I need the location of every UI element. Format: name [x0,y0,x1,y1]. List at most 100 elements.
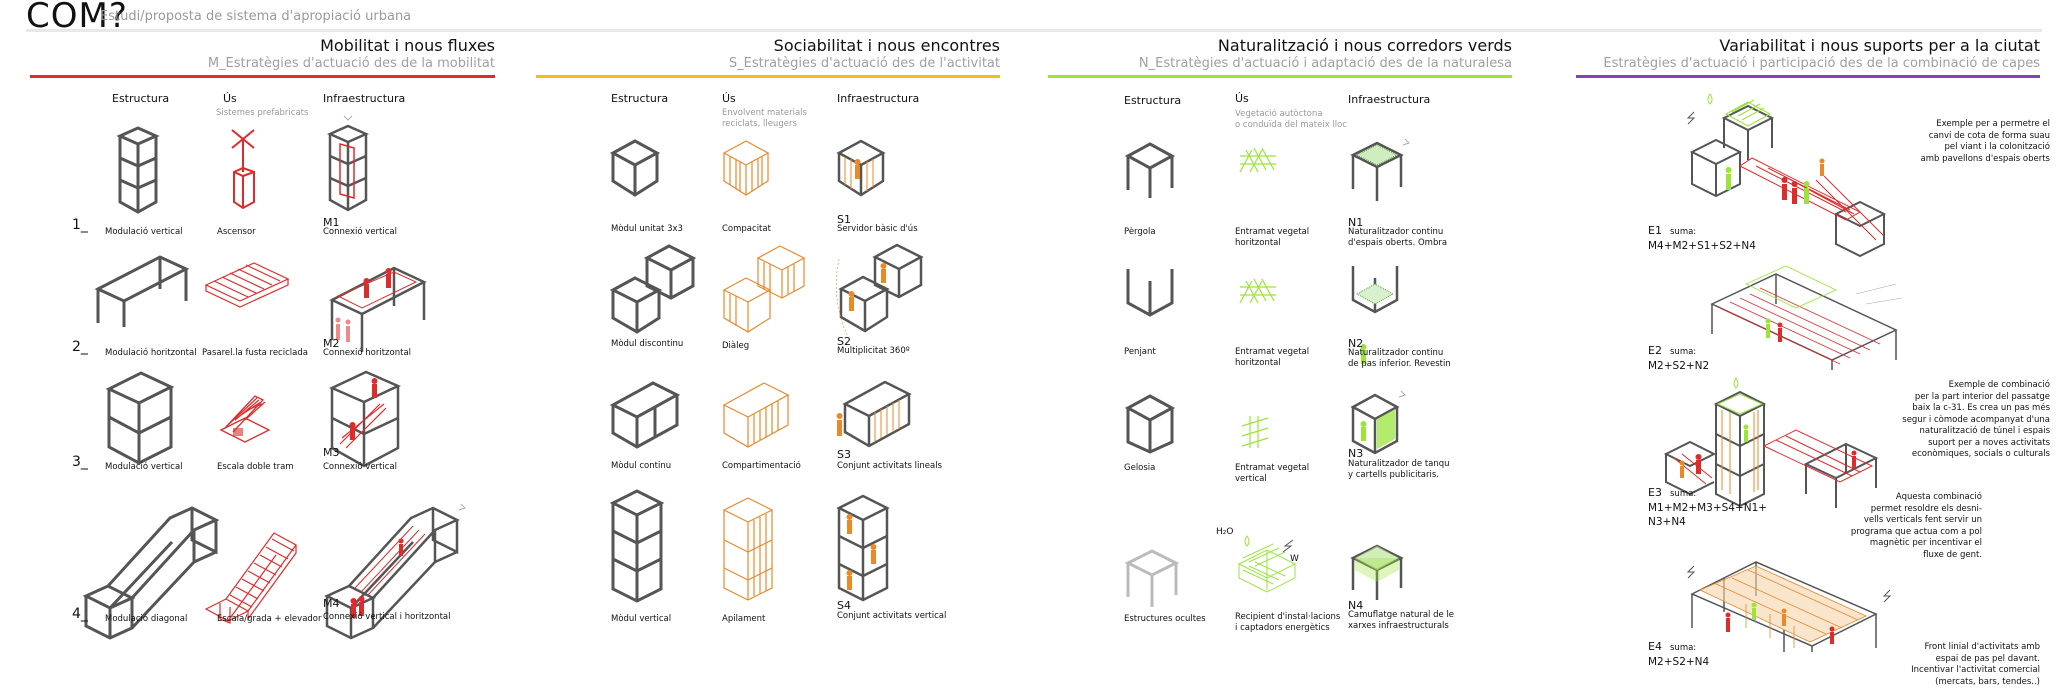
vertical-horizontal-connection-infra-icon [324,503,466,640]
panel-accent-line [30,75,495,78]
stacking-icon [722,497,774,601]
strategy-code: S1 [837,213,851,226]
example-description: Exemple per a permetre el canvi de cota … [1920,119,2050,164]
example-suma: suma: [1670,347,1697,357]
column-header-infrastructure: Infraestructura [837,92,920,105]
strategy-code: N3 [1348,447,1364,460]
horizontal-connection-infra-icon [329,266,427,352]
infra-label: Connexió vertical [323,462,397,472]
header-divider [26,29,2042,32]
infra-label: Conjunt activitats lineals [837,461,943,471]
recycled-wood-walkway-icon [204,262,290,308]
structure-label: Modulació vertical [105,462,183,472]
infra-label: Connexió horitzontal [323,348,412,358]
panel-accent-line [1048,75,1512,78]
infra-label: Connexió vertical i horitzontal [323,612,451,622]
unit-module-3x3-icon [609,139,661,197]
vertical-stacked-module-icon [609,489,665,603]
use-label: Escala/grada + elevador [217,614,322,624]
strategy-code: M4 [323,597,340,610]
strategy-code: N4 [1348,599,1364,612]
use-label: Compartimentació [722,461,801,471]
dialogue-icon [722,245,806,333]
panel-variability: Variabilitat i nous suports per a la ciu… [1576,34,2050,687]
use-label: Pasarel.la fusta reciclada [202,348,308,358]
use-label: Recipient d'instal·lacions i captadors e… [1235,612,1341,633]
use-label: Escala doble tram [217,462,294,472]
panel-title: Sociabilitat i nous encontres [773,36,1000,55]
example-description: Front linial d'activitats amb espai de p… [1911,642,2040,687]
structure-label: Modulació horitzontal [105,348,197,358]
column-header-infrastructure: Infraestructura [323,92,406,105]
installations-container-icon [1237,535,1297,593]
hidden-structure-icon [1124,549,1180,607]
column-header-infrastructure: Infraestructura [1348,93,1431,106]
open-space-naturalizer-icon [1350,138,1410,201]
example-code: E2 [1648,344,1662,357]
example-formula: M1+M2+M3+S4+N1+ N3+N4 [1648,502,1768,528]
example-code: E1 [1648,224,1662,237]
structure-label: Mòdul unitat 3x3 [611,224,683,234]
use-label: Entramat vegetal horitzontal [1235,347,1310,368]
combination-e2-drawing [1710,265,1903,370]
column-header-use: Ús [722,92,736,105]
strategy-code: S3 [837,448,851,461]
discontinuous-module-icon [609,244,697,334]
infra-label: Conjunt activitats vertical [837,611,947,621]
panel-subtitle: S_Estratègies d'actuació des de l'activi… [728,56,1000,71]
example-suma: suma: [1670,489,1697,499]
vertical-module-structure-icon [105,371,175,465]
passage-naturalizer-icon [1351,266,1399,364]
example-formula: M2+S2+N4 [1648,656,1710,668]
w-label: W [1290,554,1299,564]
multiplicity-360-icon [836,243,924,336]
column-header-structure: Estructura [611,92,669,105]
use-label: Diàleg [722,341,750,351]
panel-subtitle: Estratègies d'actuació i participació de… [1603,56,2040,71]
column-header-structure: Estructura [1124,94,1182,107]
row-number: 1_ [72,217,88,233]
infra-label: Naturalitzador de tanqu y cartells publi… [1348,459,1450,480]
example-suma: suma: [1670,643,1697,653]
strategy-code: M1 [323,216,340,229]
pergola-icon [1124,142,1176,198]
page-subtitle: Estudi/proposta de sistema d'apropiació … [100,9,412,24]
panel-subtitle: M_Estratègies d'actuació des de la mobil… [207,56,495,71]
h2o-label: H₂O [1216,527,1234,537]
compartmentalization-icon [722,382,790,448]
structure-label: Mòdul discontinu [611,339,684,349]
strategy-code: S4 [837,599,851,612]
example-code: E4 [1648,640,1662,653]
structure-label: Pèrgola [1124,227,1156,237]
infra-label: Camuflatge natural de le xarxes infraest… [1348,610,1455,631]
row-number: 2_ [72,339,88,355]
structure-label: Estructures ocultes [1124,614,1206,624]
infra-label: Naturalitzador continu d'espais oberts. … [1348,227,1448,248]
use-label: Ascensor [217,227,256,237]
panel-naturalization: Naturalització i nous corredors verds N_… [1048,34,1512,674]
strategy-code: M3 [323,446,340,459]
vertical-stair-connection-infra-icon [328,370,402,468]
panel-mobility: Mobilitat i nous fluxes M_Estratègies d'… [30,34,495,674]
use-label: Entramat vegetal horitzontal [1235,227,1310,248]
infrastructure-camouflage-icon [1350,544,1404,600]
strategy-code: N2 [1348,337,1364,350]
strategy-code: M2 [323,337,340,350]
panel-subtitle: N_Estratègies d'actuació i adaptació des… [1138,56,1512,71]
example-formula: M4+M2+S1+S2+N4 [1648,240,1756,252]
fence-billboard-naturalizer-icon [1350,390,1406,455]
panel-title: Naturalització i nous corredors verds [1217,36,1512,55]
panel-accent-line [536,75,1000,78]
structure-label: Penjant [1124,347,1156,357]
infra-label: Multiplicitat 360º [837,346,910,356]
strategy-code: S2 [837,335,851,348]
structure-label: Mòdul continu [611,461,672,471]
combination-e3-drawing [1663,377,1879,508]
horizontal-vegetal-trellis-icon [1239,278,1276,304]
panel-sociability: Sociabilitat i nous encontres S_Estratèg… [536,34,1000,674]
column-header-use: Ús [223,92,237,105]
column-header-structure: Estructura [112,92,170,105]
infra-label: Servidor bàsic d'ús [837,224,918,234]
vertical-connection-infra-icon [326,115,370,212]
elevator-icon [231,129,255,210]
